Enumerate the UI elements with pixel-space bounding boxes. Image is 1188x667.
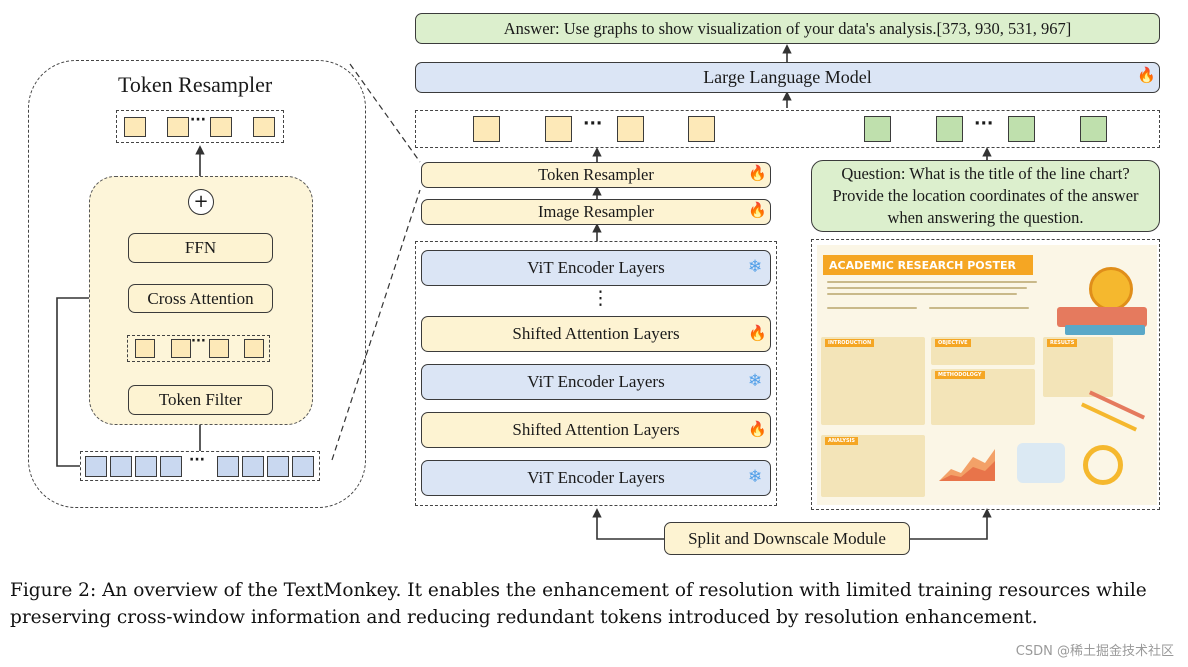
poster-panel — [1043, 337, 1113, 397]
llm-box: Large Language Model — [415, 62, 1160, 93]
poster-pencils-illustration — [1088, 390, 1146, 420]
encoder-layer-label: ViT Encoder Layers — [527, 258, 665, 277]
encoder-ellipsis: ⋮ — [591, 287, 610, 309]
output-token — [253, 117, 275, 137]
filtered-token-dots: ··· — [191, 334, 206, 349]
poster-section-label: RESULTS — [1047, 339, 1078, 347]
poster-panel — [821, 337, 925, 425]
poster-person-illustration — [1017, 443, 1065, 483]
llm-label: Large Language Model — [703, 67, 872, 87]
figure-caption: Figure 2: An overview of the TextMonkey.… — [10, 580, 1147, 628]
encoder-layer-label: Shifted Attention Layers — [512, 420, 680, 439]
token-resampler-detail-title: Token Resampler — [118, 72, 273, 97]
residual-add-node: + — [188, 189, 214, 215]
filtered-token — [209, 339, 229, 358]
poster-section-label: INTRODUCTION — [825, 339, 875, 347]
poster-title: ACADEMIC RESEARCH POSTER — [823, 255, 1033, 275]
output-token-group — [116, 110, 284, 143]
snowflake-icon: ❄ — [748, 371, 763, 391]
visual-token-dots: ··· — [583, 114, 603, 134]
poster-text-line — [827, 281, 1037, 283]
poster-text-line — [827, 293, 1017, 295]
input-token — [135, 456, 157, 477]
watermark: CSDN @稀土掘金技术社区 — [1015, 644, 1174, 659]
cross-attention-block: Cross Attention — [128, 284, 273, 313]
poster-text-line — [929, 307, 1029, 309]
vit-encoder-layers: ViT Encoder Layers — [421, 364, 771, 400]
shifted-attention-layers: Shifted Attention Layers — [421, 316, 771, 352]
vision-encoder-group — [415, 241, 777, 506]
snowflake-icon: ❄ — [748, 467, 763, 487]
poster-text-line — [827, 287, 1027, 289]
split-downscale-label: Split and Downscale Module — [688, 528, 886, 548]
vit-encoder-layers: ViT Encoder Layers — [421, 250, 771, 286]
poster-text-line — [827, 307, 917, 309]
encoder-layer-label: Shifted Attention Layers — [512, 324, 680, 343]
poster-pencils-illustration — [1080, 402, 1138, 432]
input-token — [267, 456, 289, 477]
snowflake-icon: ❄ — [748, 257, 763, 277]
split-downscale-module: Split and Downscale Module — [664, 522, 910, 555]
token-filter-block: Token Filter — [128, 385, 273, 415]
token-resampler-box: Token Resampler — [421, 162, 771, 188]
input-token — [292, 456, 314, 477]
input-poster-image: ACADEMIC RESEARCH POSTER INTRODUCTION OB… — [817, 245, 1157, 505]
image-resampler-label: Image Resampler — [538, 202, 654, 221]
poster-books-illustration — [1057, 307, 1147, 327]
token-resampler-label: Token Resampler — [538, 165, 654, 184]
filtered-token-group — [127, 335, 270, 362]
fire-icon: 🔥 — [748, 164, 767, 182]
input-token — [242, 456, 264, 477]
poster-area-series — [939, 461, 995, 481]
poster-books-illustration — [1065, 325, 1145, 335]
fire-icon: 🔥 — [748, 201, 767, 219]
input-token — [110, 456, 132, 477]
input-image-frame — [811, 239, 1160, 510]
ffn-block: FFN — [128, 233, 273, 263]
visual-token — [617, 116, 644, 142]
poster-section-label: ANALYSIS — [825, 437, 859, 445]
visual-token — [688, 116, 715, 142]
input-token — [85, 456, 107, 477]
output-token-dots: ··· — [190, 112, 206, 128]
poster-clock-illustration — [1089, 267, 1133, 311]
fire-icon: 🔥 — [748, 324, 767, 342]
output-token — [124, 117, 146, 137]
answer-box: Answer: Use graphs to show visualization… — [415, 13, 1160, 44]
poster-donut-chart — [1083, 445, 1123, 485]
input-token-dots: ··· — [189, 452, 205, 468]
question-box: Question: What is the title of the line … — [811, 160, 1160, 232]
filtered-token — [135, 339, 155, 358]
encoder-layer-label: ViT Encoder Layers — [527, 372, 665, 391]
poster-panel — [821, 435, 925, 497]
text-token-dots: ··· — [974, 114, 994, 134]
fire-icon: 🔥 — [1137, 66, 1156, 84]
input-token — [217, 456, 239, 477]
filtered-token — [171, 339, 191, 358]
text-token — [1008, 116, 1035, 142]
shifted-attention-layers: Shifted Attention Layers — [421, 412, 771, 448]
token-resampler-detail-panel — [28, 60, 366, 508]
output-token — [167, 117, 189, 137]
poster-section-label: OBJECTIVE — [935, 339, 971, 347]
filtered-token — [244, 339, 264, 358]
text-token — [864, 116, 891, 142]
question-text: Question: What is the title of the line … — [832, 164, 1139, 227]
output-token — [210, 117, 232, 137]
image-resampler-box: Image Resampler — [421, 199, 771, 225]
llm-input-token-row — [415, 110, 1160, 148]
visual-token — [545, 116, 572, 142]
poster-area-chart — [939, 449, 995, 481]
poster-section-label: METHODOLOGY — [935, 371, 985, 379]
input-token-group — [80, 451, 320, 481]
visual-token — [473, 116, 500, 142]
vit-encoder-layers: ViT Encoder Layers — [421, 460, 771, 496]
input-token — [160, 456, 182, 477]
text-token — [1080, 116, 1107, 142]
plus-symbol: + — [193, 191, 209, 212]
encoder-layer-label: ViT Encoder Layers — [527, 468, 665, 487]
fire-icon: 🔥 — [748, 420, 767, 438]
text-token — [936, 116, 963, 142]
